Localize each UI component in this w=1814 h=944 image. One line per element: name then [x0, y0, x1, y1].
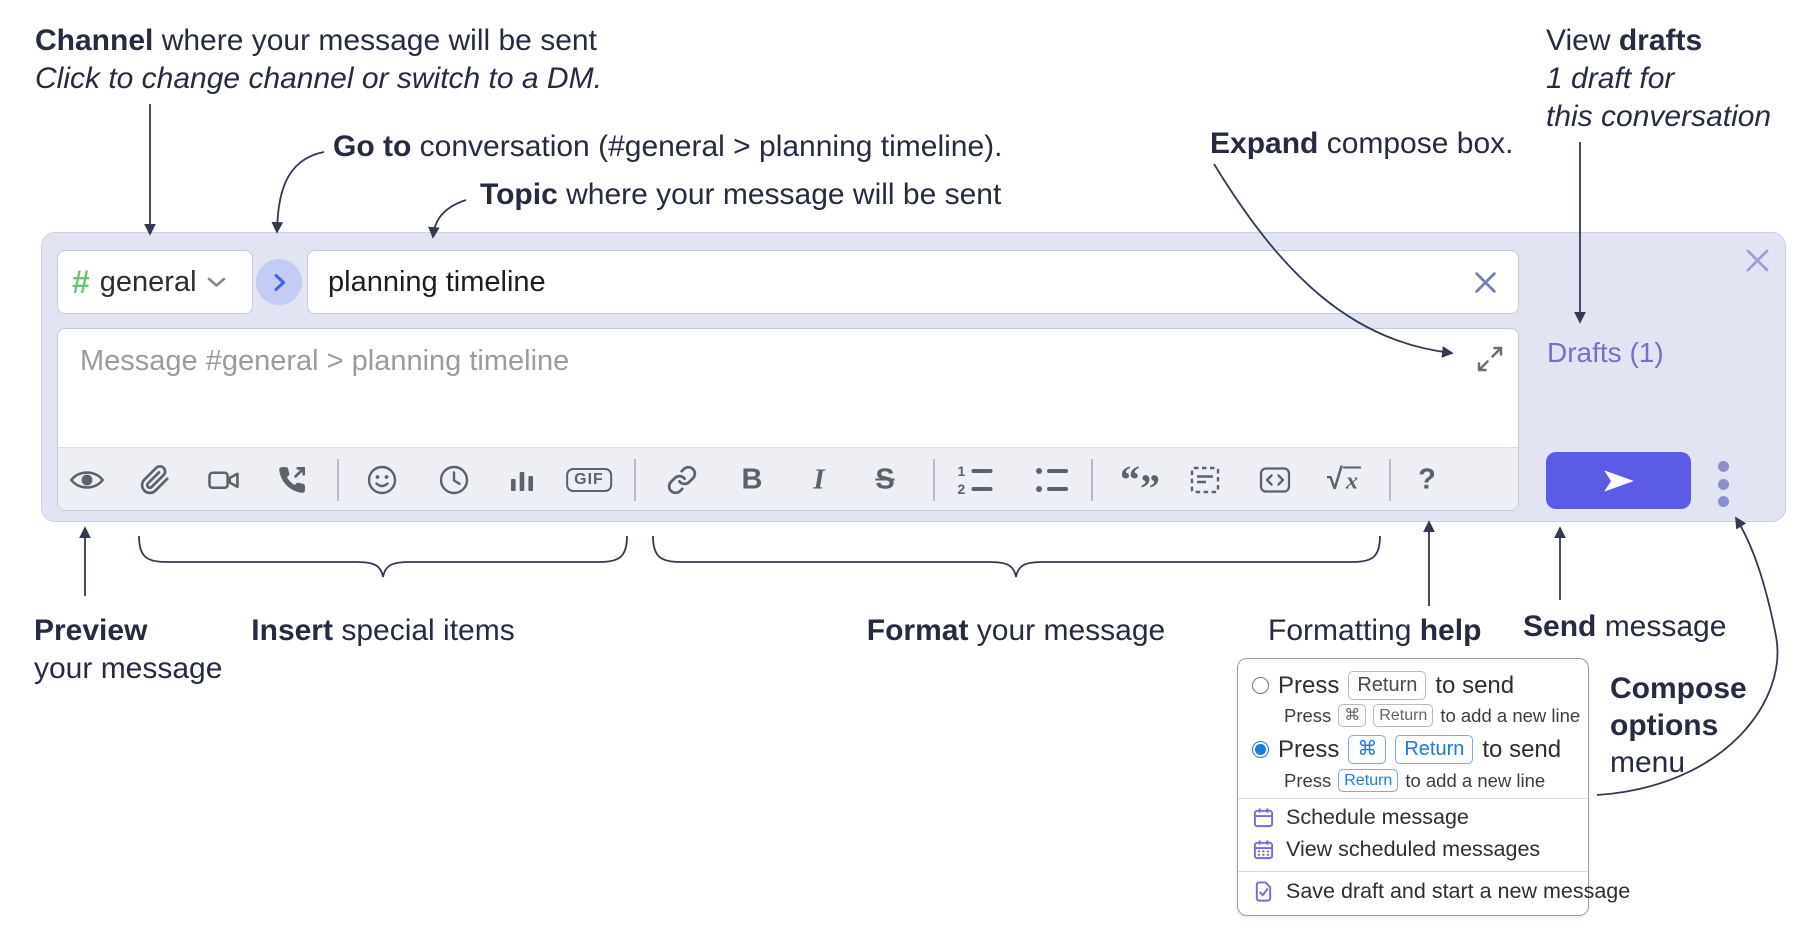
menu-divider — [1238, 871, 1588, 872]
save-draft-icon — [1255, 881, 1272, 902]
toolbar-divider — [634, 459, 636, 501]
ellipsis-dot — [1718, 496, 1729, 507]
topic-input[interactable]: planning timeline — [307, 250, 1519, 314]
numbered-list-icon[interactable]: 1 2 — [958, 464, 993, 496]
return-key: Return — [1348, 671, 1427, 700]
send-shortcut-option-cmd-return[interactable]: Press ⌘ Return to send — [1252, 735, 1561, 764]
ellipsis-dot — [1718, 461, 1729, 472]
send-button[interactable] — [1546, 452, 1691, 509]
formatting-help-annotation: Formatting help — [1268, 614, 1482, 647]
send-shortcut-option-return-sub: Press ⌘ Return to add a new line — [1284, 704, 1581, 727]
chevron-down-icon — [207, 277, 225, 287]
expand-annotation: Expand compose box. — [1210, 127, 1514, 160]
preview-annotation: Preview your message — [34, 614, 223, 685]
spoiler-icon[interactable] — [1189, 464, 1221, 496]
math-icon[interactable]: √x — [1327, 464, 1361, 497]
expand-diagonal-icon — [1477, 346, 1503, 372]
calendar-icon — [1253, 808, 1274, 828]
message-box: Message #general > planning timeline — [57, 328, 1519, 511]
send-annotation: Send message — [1523, 610, 1727, 643]
channel-annotation-bold: Channel — [35, 24, 154, 57]
ellipsis-dot — [1718, 478, 1729, 490]
insert-brace — [138, 535, 628, 578]
clear-x-icon — [1475, 271, 1496, 293]
link-icon[interactable] — [667, 465, 698, 496]
close-x-icon — [1746, 249, 1769, 272]
menu-divider — [1238, 798, 1588, 799]
strikethrough-icon[interactable]: S — [875, 463, 895, 496]
help-icon[interactable]: ? — [1418, 463, 1436, 496]
return-key: Return — [1373, 704, 1434, 727]
drafts-annotation: View drafts 1 draft for this conversatio… — [1546, 24, 1772, 133]
message-input[interactable]: Message #general > planning timeline — [80, 345, 570, 377]
toolbar-divider — [1389, 459, 1391, 501]
compose-options-menu: Press Return to send Press ⌘ Return to a… — [1237, 658, 1630, 916]
preview-eye-icon[interactable] — [69, 467, 105, 494]
send-paper-plane-icon — [1603, 469, 1634, 492]
calendar-dots-icon — [1253, 840, 1274, 860]
format-brace — [652, 535, 1381, 578]
time-icon[interactable] — [438, 464, 470, 496]
compose-options-menu-button[interactable] — [1718, 461, 1729, 507]
toolbar-divider — [1091, 459, 1093, 501]
save-draft-new-message-item[interactable]: Save draft and start a new message — [1252, 879, 1630, 904]
send-shortcut-option-cmd-return-sub: Press Return to add a new line — [1284, 769, 1546, 792]
emoji-icon[interactable] — [366, 464, 398, 496]
code-icon[interactable] — [1259, 464, 1292, 496]
channel-annotation: Channel where your message will be sent … — [35, 22, 602, 98]
view-scheduled-messages-item[interactable]: View scheduled messages — [1252, 837, 1540, 862]
gif-icon[interactable]: GIF — [566, 468, 612, 492]
toolbar-divider — [337, 459, 339, 501]
bulleted-list-icon[interactable] — [1036, 465, 1068, 495]
go-to-conversation-button[interactable] — [256, 259, 302, 305]
compose-toolbar: GIF B I S 1 2 — [58, 447, 1518, 510]
goto-arrow — [271, 151, 325, 234]
video-call-icon[interactable] — [207, 465, 241, 495]
channel-hash-icon: # — [72, 264, 90, 300]
channel-name: general — [99, 265, 197, 298]
format-annotation: Format your message — [866, 614, 1166, 647]
poll-bar-chart-icon[interactable] — [507, 466, 537, 494]
cmd-key: ⌘ — [1338, 704, 1367, 727]
channel-annotation-italic: Click to change channel or switch to a D… — [35, 62, 602, 95]
close-compose-button[interactable] — [1744, 247, 1771, 274]
goto-annotation: Go to conversation (#general > planning … — [333, 130, 1003, 163]
radio-selected[interactable] — [1252, 741, 1269, 758]
compose-box: # general planning timeline Message #gen… — [41, 232, 1786, 522]
bold-icon[interactable]: B — [741, 463, 763, 496]
italic-icon[interactable]: I — [813, 463, 825, 496]
attach-paperclip-icon[interactable] — [140, 464, 171, 496]
topic-annotation: Topic where your message will be sent — [480, 178, 1002, 211]
cmd-key: ⌘ — [1348, 735, 1387, 764]
voice-call-icon[interactable] — [277, 465, 308, 496]
send-shortcut-option-return[interactable]: Press Return to send — [1252, 671, 1514, 700]
toolbar-divider — [933, 459, 935, 501]
radio-unselected[interactable] — [1252, 677, 1269, 694]
channel-selector[interactable]: # general — [57, 250, 253, 314]
schedule-message-item[interactable]: Schedule message — [1252, 805, 1469, 830]
chevron-right-icon — [274, 273, 285, 291]
return-key: Return — [1395, 735, 1474, 764]
expand-compose-button[interactable] — [1476, 345, 1504, 373]
clear-topic-button[interactable] — [1473, 270, 1498, 295]
topic-value: planning timeline — [328, 265, 546, 298]
compose-options-annotation: Compose options menu — [1610, 672, 1747, 779]
insert-annotation: Insert special items — [251, 614, 515, 647]
drafts-link[interactable]: Drafts (1) — [1547, 337, 1664, 368]
return-key: Return — [1338, 769, 1399, 792]
